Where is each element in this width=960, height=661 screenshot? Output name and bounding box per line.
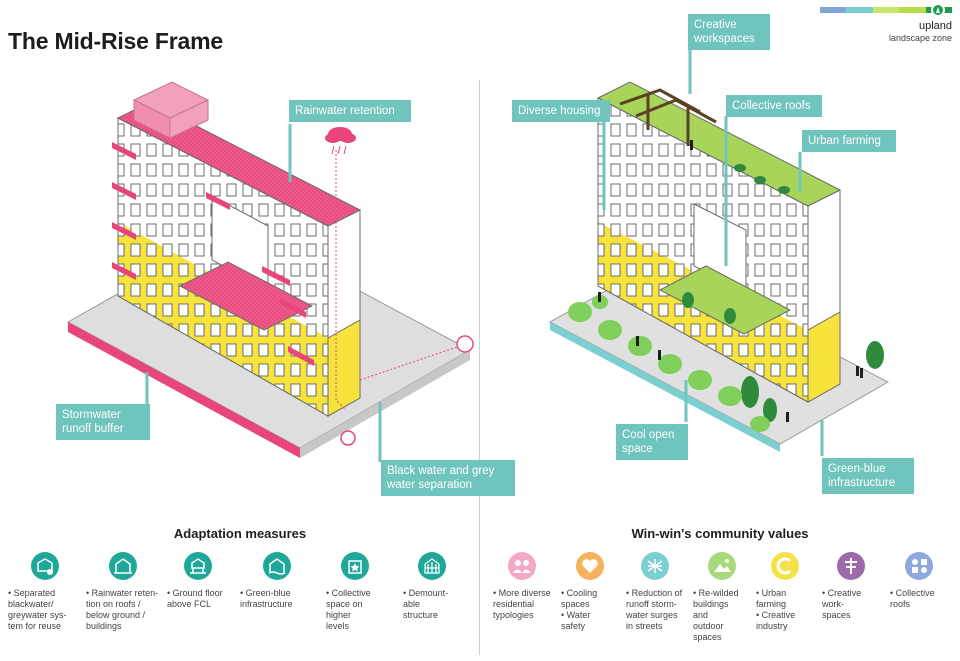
collective-space-icon [340, 551, 370, 581]
raised-house-icon [183, 551, 213, 581]
community-value-label: • Urban farming • Creative industry [756, 588, 796, 631]
zone-segment [872, 7, 900, 13]
community-value-label: • Creative work- spaces [822, 588, 862, 620]
community-value-label: • More diverse residential typologies [493, 588, 551, 620]
adaptation-item-label: • Green-blue infrastructure [240, 588, 293, 609]
community-values-title: Win-win's community values [631, 526, 809, 541]
callout-stormwater-runoff: Stormwater runoff buffer [56, 404, 150, 440]
building-roof-icon [108, 551, 138, 581]
callout-diverse-housing: Diverse housing [512, 100, 610, 122]
callout-collective-roofs: Collective roofs [726, 95, 822, 117]
callout-rainwater-retention: Rainwater retention [289, 100, 411, 122]
callout-creative-workspaces: Creative workspaces [688, 14, 770, 50]
cloud-rain-icon [325, 127, 356, 155]
community-value-label: • Reduction of runoff storm- water surge… [626, 588, 683, 631]
green-blue-house-icon [262, 551, 292, 581]
grid-icon [640, 551, 670, 581]
adaptation-item-label: • Ground floor above FCL [167, 588, 223, 609]
adaptation-item-label: • Demount- able structure [403, 588, 449, 620]
community-value-label: • Collective roofs [890, 588, 935, 609]
people [598, 140, 863, 422]
adaptation-item-label: • Separated blackwater/ greywater sys- t… [8, 588, 67, 631]
zone-segment [846, 7, 873, 13]
landscape-icon [707, 551, 737, 581]
zone-marker-icon [931, 3, 945, 17]
trees [682, 164, 884, 422]
left-building [66, 81, 474, 462]
adaptation-item-label: • Rainwater reten- tion on roofs / below… [86, 588, 159, 631]
adaptation-measures-title: Adaptation measures [173, 526, 307, 541]
water-node-icon [456, 335, 474, 353]
zone-name: upland [918, 20, 952, 32]
community-value-label: • Re-wilded buildings and outdoor spaces [693, 588, 739, 642]
heart-icon [575, 551, 605, 581]
zone-subtitle: landscape zone [888, 33, 952, 43]
ground-vegetation [568, 295, 770, 432]
community-value-label: • Cooling spaces • Water safety [561, 588, 598, 631]
sign-icon [836, 551, 866, 581]
community-icon [904, 551, 934, 581]
callout-green-blue-infrastructure: Green-blue infrastructure [822, 458, 914, 494]
page-title: The Mid-Rise Frame [8, 28, 223, 54]
c-icon [770, 551, 800, 581]
people-icon [507, 551, 537, 581]
zone-segment [820, 7, 847, 13]
adaptation-item-label: • Collective space on higher levels [326, 588, 371, 631]
center-divider [479, 80, 480, 655]
building-drain-icon [30, 551, 60, 581]
zone-segment [899, 7, 926, 13]
demountable-icon [417, 551, 447, 581]
callout-cool-open-space: Cool open space [616, 424, 688, 460]
callout-urban-farming: Urban farming [802, 130, 896, 152]
callout-black-grey-water: Black water and grey water separation [381, 460, 515, 496]
drain-node-icon [340, 430, 356, 446]
pergola-icon [619, 88, 717, 146]
right-building [548, 50, 890, 456]
